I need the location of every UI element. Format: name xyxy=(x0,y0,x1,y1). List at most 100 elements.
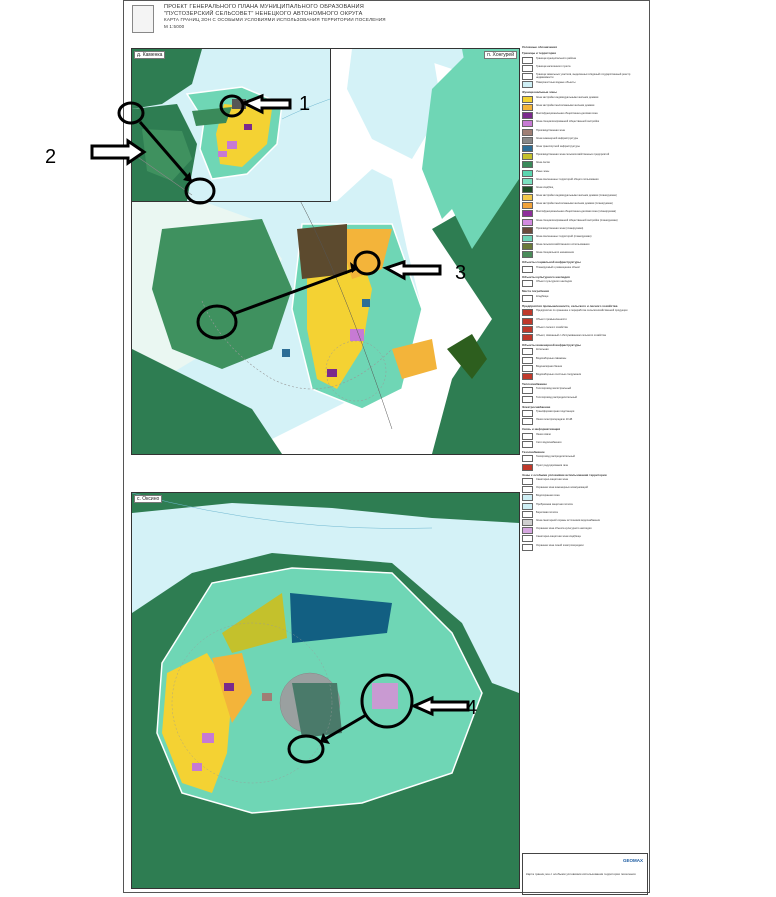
legend-swatch xyxy=(522,153,533,161)
legend-swatch xyxy=(522,519,533,527)
legend-item: Многофункциональная общественно-деловая … xyxy=(522,112,646,120)
arrowhead-3 xyxy=(350,262,358,273)
legend-item: Зона озелененных территорий общего польз… xyxy=(522,177,646,185)
legend-item: Производственная зона xyxy=(522,128,646,136)
legend-item: Береговая полоса xyxy=(522,510,646,518)
arrowhead-2 xyxy=(183,172,192,182)
legend-swatch xyxy=(522,112,533,120)
circle-4b xyxy=(287,734,325,764)
legend-item-label: Производственная зона xyxy=(536,128,565,132)
legend-item: Объект культурного наследия xyxy=(522,280,646,288)
legend-item-label: Объект, связанный с обслуживанием сельск… xyxy=(536,333,606,337)
legend-item-label: Зона озелененных территорий общего польз… xyxy=(536,177,599,181)
legend-item-label: Охранная зона объекта культурного наслед… xyxy=(536,527,592,531)
legend-swatch xyxy=(522,185,533,193)
legend-item-label: Зона специализированной общественной зас… xyxy=(536,218,618,222)
legend-swatch xyxy=(522,486,533,494)
legend-item: Зона застройки малоэтажными жилыми домам… xyxy=(522,104,646,112)
legend-item-label: Иные зоны xyxy=(536,169,550,173)
legend-item-label: Теплопровод магистральный xyxy=(536,387,572,391)
annotation-label-2: 2 xyxy=(45,146,57,168)
legend-swatch xyxy=(522,432,533,440)
legend-item: Охранная зона объекта культурного наслед… xyxy=(522,527,646,535)
legend-item: Поверхностные водные объекты xyxy=(522,81,646,89)
legend-item-label: Зона транспортной инфраструктуры xyxy=(536,144,580,148)
legend-item: Прибрежная защитная полоса xyxy=(522,502,646,510)
legend-item: Иные зоны xyxy=(522,169,646,177)
legend-swatch xyxy=(522,455,533,463)
legend-swatch xyxy=(522,56,533,64)
label-oksino: с. Оксино xyxy=(134,495,163,503)
legend-item-label: Водозаборные очистные сооружения xyxy=(536,372,582,376)
legend-item: Охранная зона инженерных коммуникаций xyxy=(522,486,646,494)
legend-swatch xyxy=(522,294,533,302)
legend-swatch xyxy=(522,440,533,448)
legend-item-label: Прибрежная защитная полоса xyxy=(536,502,573,506)
arrowhead-4 xyxy=(320,733,330,744)
legend-item-label: Зона специализированной общественной зас… xyxy=(536,120,600,124)
legend-item-label: Теплопровод распределительный xyxy=(536,395,577,399)
legend-group-title: Объекты социальной инфраструктуры xyxy=(522,260,581,265)
legend-item-label: Поверхностные водные объекты xyxy=(536,81,576,85)
legend-swatch xyxy=(522,169,533,177)
legend-swatch xyxy=(522,535,533,543)
legend-item: Зона сельскохозяйственного использования xyxy=(522,243,646,251)
legend-swatch xyxy=(522,104,533,112)
legend-swatch xyxy=(522,81,533,89)
legend-swatch xyxy=(522,309,533,317)
legend-swatch xyxy=(522,410,533,418)
legend-group-title: Места погребения xyxy=(522,289,550,294)
legend-item: Граница земельных участков, выделенных в… xyxy=(522,73,646,81)
legend-item-label: Зона санитарной охраны источников водосн… xyxy=(536,519,600,523)
arrow-4 xyxy=(410,695,470,717)
legend-item: Планируемый к размещению объект xyxy=(522,265,646,273)
legend-swatch xyxy=(522,226,533,234)
legend-group-title: Зоны с особыми условиями использования т… xyxy=(522,472,607,477)
legend-swatch xyxy=(522,128,533,136)
legend-item-label: Линия электропередачи 10 кВ xyxy=(536,418,573,422)
legend-item: Зона застройки малоэтажными жилыми домам… xyxy=(522,202,646,210)
legend-item: Зона санитарной охраны источников водосн… xyxy=(522,519,646,527)
legend-item: Пункт редуцирования газа xyxy=(522,463,646,471)
legend-swatch xyxy=(522,418,533,426)
legend-item-label: Зона застройки индивидуальными жилыми до… xyxy=(536,95,599,99)
legend-item-label: Береговая полоса xyxy=(536,510,558,514)
legend-swatch xyxy=(522,395,533,403)
legend-item: Зона специального назначения xyxy=(522,251,646,259)
title-line-3: Карта границ зон с особыми условиями исп… xyxy=(164,17,386,23)
legend-item-label: Зона сельскохозяйственного использования xyxy=(536,243,590,247)
legend-item: Зона специализированной общественной зас… xyxy=(522,120,646,128)
legend-swatch xyxy=(522,372,533,380)
label-khongurei: п. Хонгурей xyxy=(484,51,517,59)
legend-group-title: Связь и информатизация xyxy=(522,427,561,432)
legend-group-title: Теплоснабжение xyxy=(522,381,547,386)
company-logo: GEOMAX xyxy=(622,858,643,863)
legend-item: Зона застройки индивидуальными жилыми до… xyxy=(522,194,646,202)
legend-item-label: Охранная зона инженерных коммуникаций xyxy=(536,486,588,490)
inset-kamenka-overlay: д. Каменка xyxy=(131,48,331,202)
legend-swatch xyxy=(522,325,533,333)
legend-swatch xyxy=(522,235,533,243)
legend-item-label: Охранная зона линий электропередачи xyxy=(536,543,584,547)
legend-item: Теплопровод распределительный xyxy=(522,395,646,403)
legend-swatch xyxy=(522,280,533,288)
map-title: Проект генерального плана муниципального… xyxy=(164,4,464,30)
legend-item-label: Котельная xyxy=(536,348,549,352)
legend-item: Котельная xyxy=(522,348,646,356)
map-sheet: Проект генерального плана муниципального… xyxy=(123,0,650,895)
map-oksino: с. Оксино xyxy=(131,492,520,889)
annotation-label-3: 3 xyxy=(455,262,467,284)
title-line-2: "Пустозерский сельсовет" Ненецкого автон… xyxy=(164,10,363,17)
legend-item: Объект промышленности xyxy=(522,317,646,325)
legend-group-title: Функциональные зоны xyxy=(522,90,557,95)
legend-group-title: Границы и территории xyxy=(522,51,557,56)
legend-item-label: Трансформаторная подстанция xyxy=(536,410,575,414)
legend-swatch xyxy=(522,161,533,169)
legend-item-label: Зона лесов xyxy=(536,161,550,165)
legend-item-label: Планируемый к размещению объект xyxy=(536,265,581,269)
legend-item-label: Санитарно-защитная зона кладбища xyxy=(536,535,581,539)
title-scale: М 1:5000 xyxy=(164,23,185,29)
legend-item: Зона лесов xyxy=(522,161,646,169)
title-line-1: Проект генерального плана муниципального… xyxy=(164,4,364,10)
legend-item: Предприятие по хранению и переработке се… xyxy=(522,309,646,317)
